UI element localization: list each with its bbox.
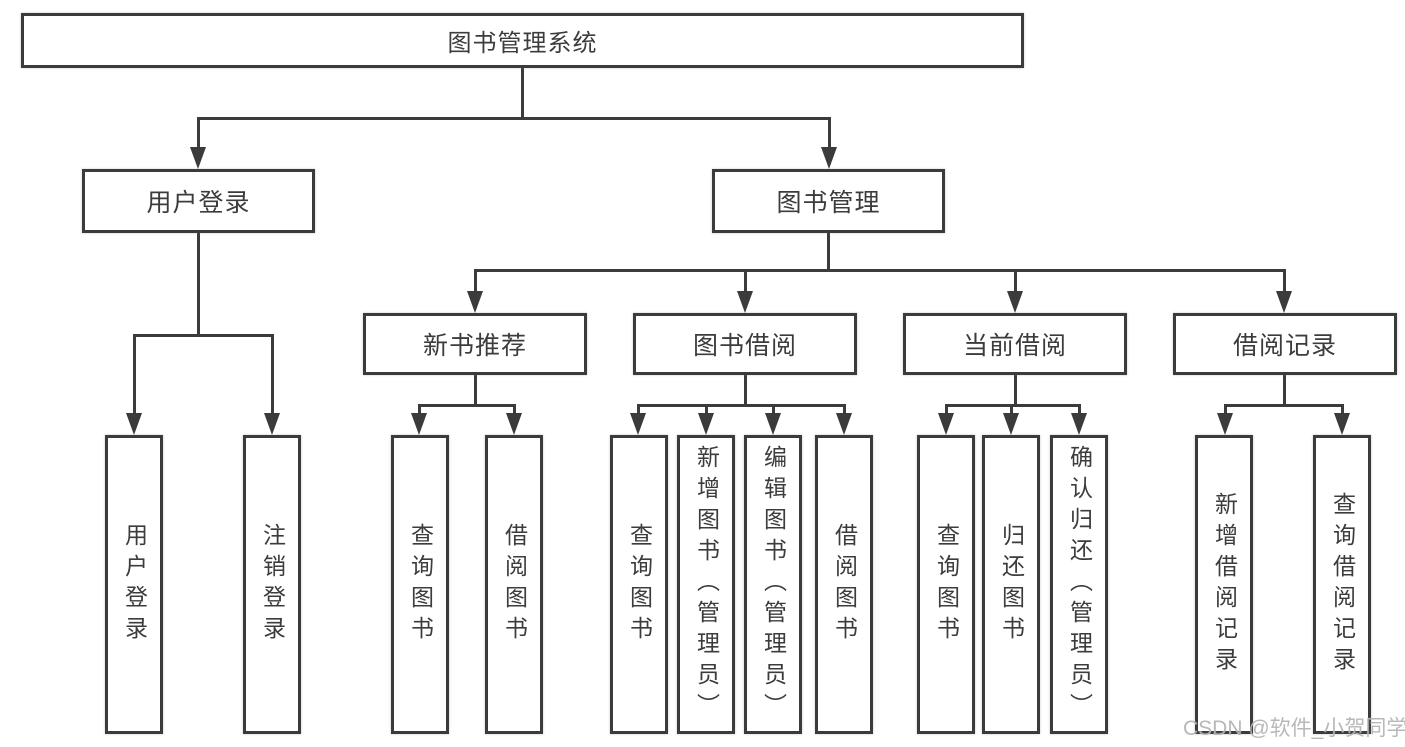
arrow-down-icon — [1334, 413, 1350, 435]
node-label: 查询图书 — [407, 522, 434, 647]
node-label: 编辑图书（管理员） — [760, 445, 787, 724]
connector-drop — [1283, 269, 1286, 308]
node-leaf-query-book-a: 查询图书 — [391, 435, 449, 734]
connector-bus — [945, 404, 1081, 407]
arrow-down-icon — [126, 413, 142, 435]
connector-bus — [1224, 404, 1344, 407]
arrow-down-icon — [264, 413, 280, 435]
node-label: 图书借阅 — [692, 332, 797, 360]
node-label: 新增借阅记录 — [1211, 491, 1238, 678]
node-label: 当前借阅 — [962, 332, 1067, 360]
node-leaf-borrow-book-b: 借阅图书 — [815, 435, 873, 734]
connector-drop — [828, 117, 831, 164]
connector-bus — [197, 117, 831, 120]
connector-bus — [637, 404, 846, 407]
connector-drop — [197, 117, 200, 164]
node-label: 注销登录 — [259, 522, 286, 647]
node-label: 借阅图书 — [831, 522, 858, 647]
arrow-down-icon — [1217, 413, 1233, 435]
node-leaf-logout: 注销登录 — [243, 435, 301, 734]
node-new-book-recommend: 新书推荐 — [363, 313, 587, 375]
connector-drop — [474, 269, 477, 308]
node-leaf-add-book-admin: 新增图书（管理员） — [677, 435, 735, 734]
node-leaf-add-borrow-rec: 新增借阅记录 — [1195, 435, 1253, 734]
node-label: 图书管理 — [776, 189, 881, 217]
arrow-down-icon — [190, 147, 206, 169]
connector-drop — [1014, 269, 1017, 308]
connector-stem — [197, 233, 200, 335]
node-leaf-edit-book-admin: 编辑图书（管理员） — [744, 435, 802, 734]
node-label: 归还图书 — [998, 522, 1025, 647]
arrow-down-icon — [467, 291, 483, 313]
connector-bus — [474, 269, 1286, 272]
node-label: 借阅图书 — [501, 522, 528, 647]
connector-drop — [271, 334, 274, 430]
node-label: 新书推荐 — [422, 332, 527, 360]
node-leaf-return-book: 归还图书 — [982, 435, 1040, 734]
node-leaf-borrow-book-a: 借阅图书 — [485, 435, 543, 734]
node-current-borrowing: 当前借阅 — [903, 313, 1127, 375]
csdn-watermark: CSDN @软件_小贺同学 — [1183, 717, 1405, 740]
arrow-down-icon — [765, 413, 781, 435]
arrow-down-icon — [411, 413, 427, 435]
connector-stem — [1283, 375, 1286, 405]
node-leaf-query-book-b: 查询图书 — [610, 435, 668, 734]
arrow-down-icon — [1071, 413, 1087, 435]
arrow-down-icon — [1276, 291, 1292, 313]
node-label: 查询图书 — [933, 522, 960, 647]
connector-drop — [744, 269, 747, 308]
node-borrow-records: 借阅记录 — [1173, 313, 1397, 375]
connector-stem — [827, 233, 830, 270]
node-label: 查询图书 — [626, 522, 653, 647]
node-label: 确认归还（管理员） — [1066, 445, 1093, 724]
node-book-management: 图书管理 — [712, 169, 945, 233]
node-label: 查询借阅记录 — [1329, 491, 1356, 678]
connector-bus — [133, 334, 274, 337]
arrow-down-icon — [737, 291, 753, 313]
node-user-login: 用户登录 — [82, 169, 315, 233]
arrow-down-icon — [1003, 413, 1019, 435]
arrow-down-icon — [1007, 291, 1023, 313]
connector-stem — [521, 68, 524, 118]
arrow-down-icon — [698, 413, 714, 435]
node-label: 图书管理系统 — [447, 30, 598, 57]
arrow-down-icon — [630, 413, 646, 435]
arrow-down-icon — [836, 413, 852, 435]
arrow-down-icon — [506, 413, 522, 435]
arrow-down-icon — [938, 413, 954, 435]
node-label: 用户登录 — [121, 522, 148, 647]
node-leaf-query-book-c: 查询图书 — [917, 435, 975, 734]
node-leaf-query-borrow-rec: 查询借阅记录 — [1313, 435, 1371, 734]
node-leaf-confirm-return: 确认归还（管理员） — [1050, 435, 1108, 734]
node-root: 图书管理系统 — [21, 13, 1024, 68]
node-label: 用户登录 — [146, 189, 251, 217]
node-label: 新增图书（管理员） — [693, 445, 720, 724]
connector-stem — [474, 375, 477, 405]
connector-stem — [1014, 375, 1017, 405]
connector-stem — [744, 375, 747, 405]
connector-bus — [418, 404, 516, 407]
node-book-borrowing: 图书借阅 — [633, 313, 857, 375]
arrow-down-icon — [821, 147, 837, 169]
node-label: 借阅记录 — [1232, 332, 1337, 360]
connector-drop — [133, 334, 136, 430]
node-leaf-user-login: 用户登录 — [105, 435, 163, 734]
